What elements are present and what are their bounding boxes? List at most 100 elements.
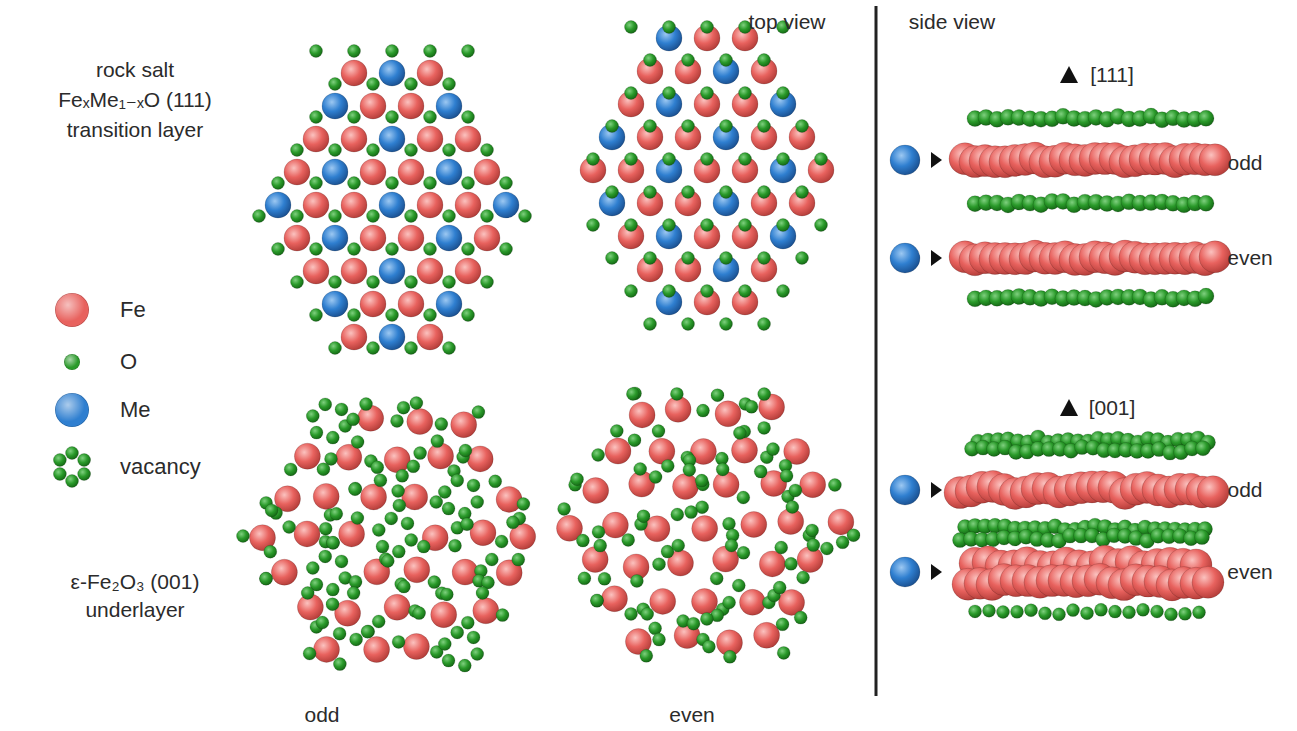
o-atom — [326, 431, 339, 444]
o-atom — [606, 120, 619, 133]
o-atom — [807, 539, 820, 552]
o-atom — [272, 243, 285, 256]
fe-atom — [313, 483, 339, 509]
fe-atom — [294, 443, 320, 469]
o-atom — [392, 485, 405, 498]
o-atom — [720, 252, 733, 265]
o-atom — [758, 54, 771, 67]
o-atom — [777, 646, 790, 659]
o-atom — [260, 572, 273, 585]
o-atom — [592, 525, 605, 538]
o-atom — [777, 153, 790, 166]
o-atom — [796, 252, 809, 265]
fe-atom — [417, 60, 443, 86]
o-atom — [606, 252, 619, 265]
o-atom — [670, 387, 683, 400]
o-atom — [695, 474, 708, 487]
o-atom — [392, 635, 405, 648]
o-atom — [440, 588, 453, 601]
o-atom — [461, 616, 474, 629]
o-atom — [329, 210, 342, 223]
fe-atom — [740, 589, 766, 615]
o-atom — [471, 496, 484, 509]
o-atom — [739, 285, 752, 298]
fe-atom — [384, 594, 410, 620]
fe-atom — [455, 258, 481, 284]
fe-atom — [341, 192, 367, 218]
o-atom — [663, 21, 676, 34]
o-atom — [815, 219, 828, 232]
o-atom — [496, 609, 509, 622]
o-atom — [462, 45, 475, 58]
axis-arrow — [1060, 399, 1078, 416]
legend-swatch — [55, 293, 89, 327]
o-atom — [1198, 195, 1214, 211]
fe-atom — [398, 225, 424, 251]
fe-atom — [650, 588, 676, 614]
me-atom — [379, 258, 405, 284]
o-atom — [653, 558, 666, 571]
o-atom — [754, 465, 767, 478]
o-atom — [284, 463, 297, 476]
me-atom — [436, 159, 462, 185]
o-atom — [794, 611, 807, 624]
o-atom — [733, 427, 746, 440]
o-atom — [306, 410, 319, 423]
me-atom — [493, 192, 519, 218]
o-atom — [796, 186, 809, 199]
o-atom — [443, 276, 456, 289]
o-atom — [758, 252, 771, 265]
o-atom — [591, 594, 604, 607]
fe-atom — [715, 401, 741, 427]
o-atom — [663, 87, 676, 100]
legend-text: O — [120, 350, 137, 374]
fe-atom — [403, 634, 429, 660]
o-atom — [329, 78, 342, 91]
o-atom — [701, 21, 714, 34]
fe-atom — [417, 126, 443, 152]
o-atom — [777, 87, 790, 100]
o-atom — [767, 443, 780, 456]
o-atom — [1193, 606, 1206, 619]
o-atom — [467, 479, 480, 492]
o-atom — [349, 575, 362, 588]
me-atom — [436, 93, 462, 119]
fe-atom — [583, 478, 609, 504]
o-atom — [310, 426, 323, 439]
o-atom — [641, 608, 654, 621]
o-atom — [1081, 607, 1094, 620]
fe-atom — [398, 93, 424, 119]
o-atom — [405, 276, 418, 289]
o-atom — [310, 177, 323, 190]
divider-line — [875, 6, 878, 696]
o-atom — [393, 499, 406, 512]
o-atom — [316, 616, 329, 629]
o-atom — [333, 658, 346, 671]
o-atom — [732, 579, 745, 592]
o-atom — [405, 534, 418, 547]
o-atom — [376, 540, 389, 553]
o-atom — [625, 87, 638, 100]
label-text: transition layer — [67, 118, 204, 141]
o-atom — [326, 583, 339, 596]
o-atom — [649, 471, 662, 484]
o-atom — [319, 398, 332, 411]
o-atom — [405, 342, 418, 355]
o-atom — [625, 153, 638, 166]
o-atom — [443, 342, 456, 355]
o-atom — [381, 554, 394, 567]
o-atom — [723, 517, 736, 530]
o-atom — [310, 111, 323, 124]
me-atom — [265, 192, 291, 218]
o-atom — [405, 144, 418, 157]
o-atom — [682, 252, 695, 265]
o-atom — [587, 219, 600, 232]
o-atom — [348, 177, 361, 190]
o-atom — [775, 541, 788, 554]
o-atom — [330, 507, 343, 520]
o-atom — [405, 210, 418, 223]
me-atom — [379, 192, 405, 218]
o-atom — [351, 436, 364, 449]
o-atom — [471, 648, 484, 661]
o-atom — [806, 524, 819, 537]
